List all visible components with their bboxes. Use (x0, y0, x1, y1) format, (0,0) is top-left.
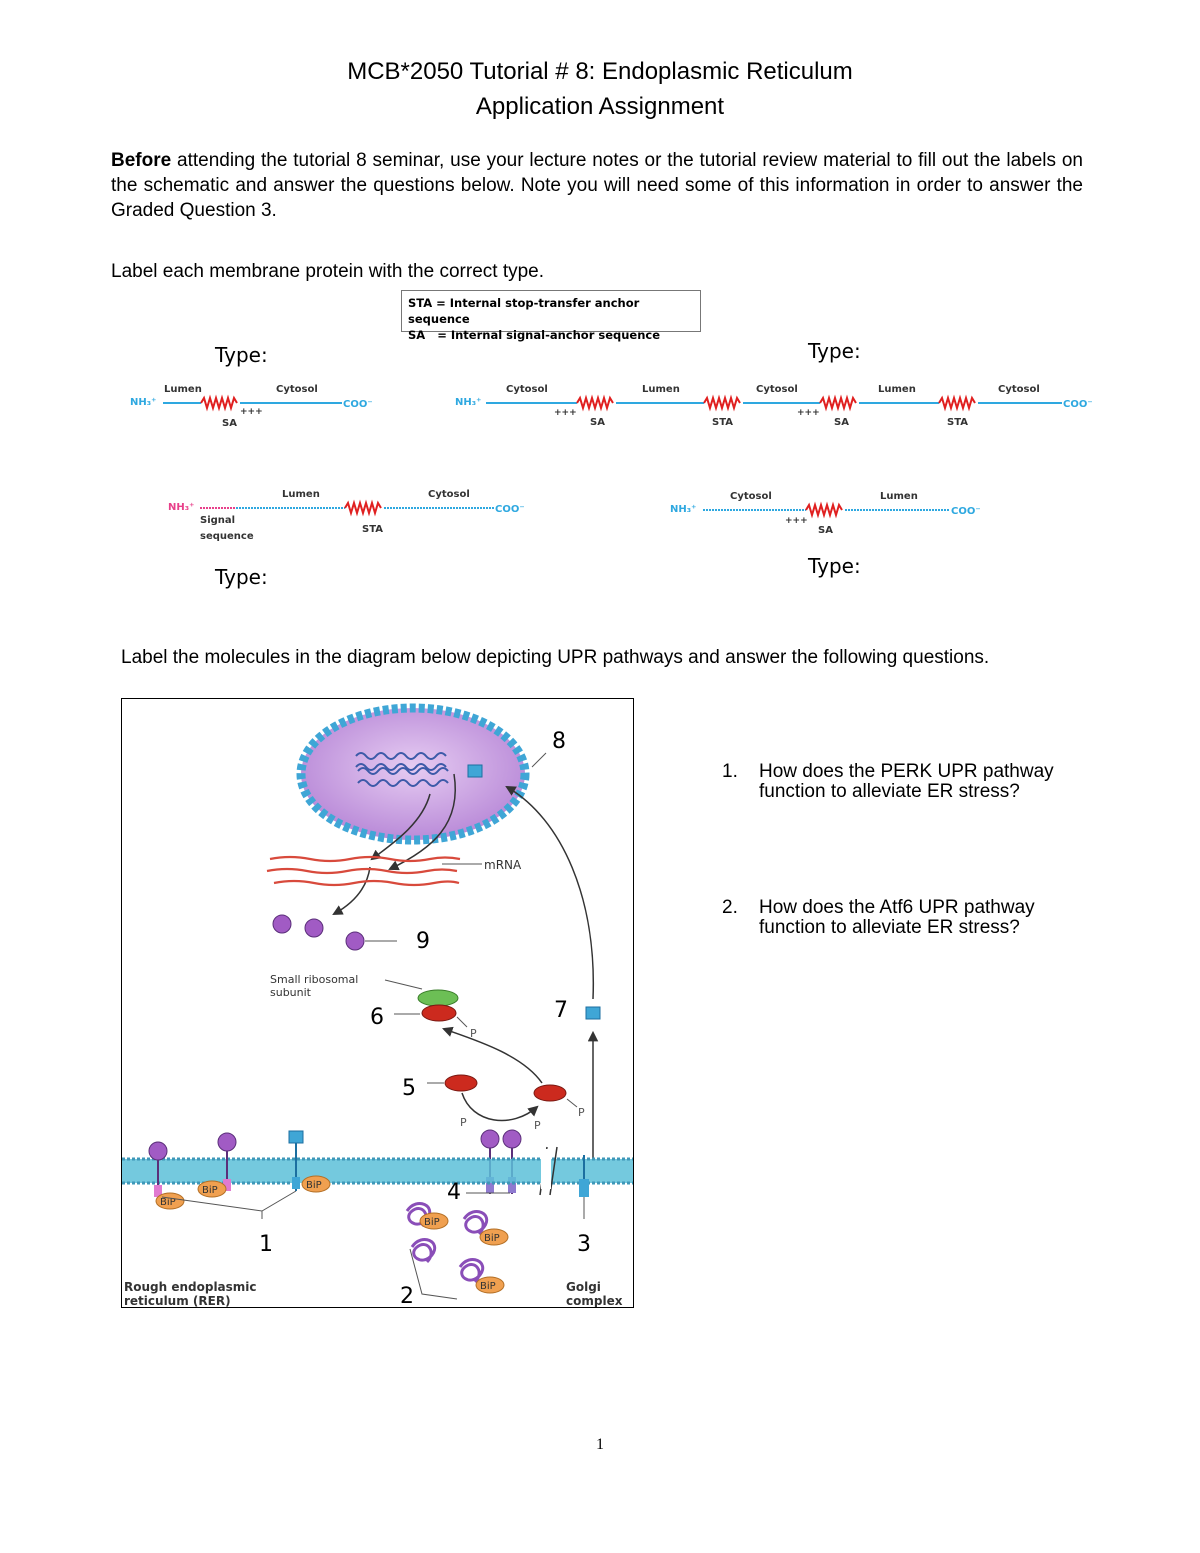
protein-c-nh3: NH₃⁺ (168, 502, 194, 513)
protein-b-charge-1: +++ (554, 408, 577, 418)
protein-b-region-2: Lumen (642, 384, 680, 395)
question-1-text: How does the PERK UPR pathway function t… (759, 761, 1054, 802)
small-ribosomal-label-1: Small ribosomal (270, 973, 358, 986)
question-1: 1. How does the PERK UPR pathway functio… (722, 762, 1102, 802)
label-4: 4 (447, 1180, 461, 1205)
protein-b: NH₃⁺ COO⁻ Cytosol Lumen Cytosol Lumen Cy… (455, 384, 1093, 428)
protein-b-seg-3: SA (834, 417, 849, 428)
nucleus (301, 708, 525, 840)
protein-a-lumen: Lumen (164, 384, 202, 395)
protein-sphere-3 (346, 932, 364, 950)
protein-c-sta: STA (362, 524, 383, 535)
small-ribosomal-subunit (418, 990, 458, 1006)
atf6-in-nucleus (468, 765, 482, 777)
protein-d-nh3: NH₃⁺ (670, 504, 696, 515)
p-label-4: P (534, 1119, 541, 1132)
question-1-number: 1. (722, 762, 738, 782)
rer-label-2: reticulum (RER) (124, 1294, 231, 1308)
protein-d-coo: COO⁻ (951, 506, 981, 517)
protein-c: NH₃⁺ COO⁻ Signal sequence Lumen Cytosol … (168, 489, 525, 542)
bip-label-2: BiP (202, 1185, 218, 1196)
label-2: 2 (400, 1284, 414, 1308)
protein-b-region-5: Cytosol (998, 384, 1040, 395)
eif2-alpha-phosphorylated (422, 1005, 456, 1021)
eif2-alpha-p (534, 1085, 566, 1101)
label-3: 3 (577, 1232, 591, 1257)
protein-d-sa: SA (818, 525, 833, 536)
protein-a-nh3: NH₃⁺ (130, 397, 156, 408)
protein-b-seg-4: STA (947, 417, 968, 428)
unfolded-proteins: BiP BiP BiP (407, 1203, 508, 1299)
protein-b-region-1: Cytosol (506, 384, 548, 395)
protein-sphere-2 (305, 919, 323, 937)
page-number: 1 (0, 1436, 1200, 1454)
label-6: 6 (370, 1005, 384, 1030)
mrna-label: mRNA (484, 858, 522, 872)
label-7: 7 (554, 998, 568, 1023)
question-2-number: 2. (722, 898, 738, 918)
protein-a-charge: +++ (240, 407, 263, 417)
protein-c-signal-2: sequence (200, 531, 254, 542)
protein-a-cytosol: Cytosol (276, 384, 318, 395)
mrna-strands (267, 857, 460, 885)
protein-c-coo: COO⁻ (495, 504, 525, 515)
protein-b-region-4: Lumen (878, 384, 916, 395)
label-9: 9 (416, 929, 430, 954)
label-5: 5 (402, 1076, 416, 1101)
section2-instruction: Label the molecules in the diagram below… (121, 645, 1021, 670)
upr-figure: mRNA 9 Small ribosomal subunit P 6 7 8 5… (121, 698, 634, 1308)
protein-sphere-1 (273, 915, 291, 933)
protein-a-sa: SA (222, 418, 237, 429)
questions-list: 1. How does the PERK UPR pathway functio… (722, 762, 1102, 1034)
eif2-alpha (445, 1075, 477, 1091)
label-1: 1 (259, 1232, 273, 1257)
protein-d-lumen: Lumen (880, 491, 918, 502)
rer-label-1: Rough endoplasmic (124, 1280, 257, 1294)
golgi-label-1: Golgi (566, 1280, 601, 1294)
protein-a: NH₃⁺ COO⁻ Lumen Cytosol SA +++ (130, 384, 373, 429)
bip-label-3: BiP (306, 1180, 322, 1191)
bip-label-6: BiP (480, 1281, 496, 1292)
protein-b-nh3: NH₃⁺ (455, 397, 481, 408)
protein-b-region-3: Cytosol (756, 384, 798, 395)
protein-c-cytosol: Cytosol (428, 489, 470, 500)
protein-schematics: NH₃⁺ COO⁻ Lumen Cytosol SA +++ NH₃⁺ COO⁻… (0, 0, 1200, 620)
protein-b-seg-1: SA (590, 417, 605, 428)
golgi-label-2: complex (566, 1294, 623, 1308)
protein-b-seg-2: STA (712, 417, 733, 428)
question-2: 2. How does the Atf6 UPR pathway functio… (722, 898, 1102, 938)
protein-b-coo: COO⁻ (1063, 399, 1093, 410)
p-label-3: P (460, 1116, 467, 1129)
protein-a-coo: COO⁻ (343, 399, 373, 410)
p-label-2: P (578, 1106, 585, 1119)
label-8: 8 (552, 729, 566, 754)
protein-d-cytosol: Cytosol (730, 491, 772, 502)
bip-label-5: BiP (484, 1233, 500, 1244)
protein-c-signal-1: Signal (200, 515, 235, 526)
protein-b-charge-2: +++ (797, 408, 820, 418)
protein-d-charge: +++ (785, 516, 808, 526)
small-ribosomal-label-2: subunit (270, 986, 312, 999)
protein-c-lumen: Lumen (282, 489, 320, 500)
upr-diagram: mRNA 9 Small ribosomal subunit P 6 7 8 5… (122, 699, 634, 1308)
question-2-text: How does the Atf6 UPR pathway function t… (759, 897, 1035, 938)
atf6-cytosolic-fragment (586, 1007, 600, 1019)
protein-d: NH₃⁺ COO⁻ Cytosol Lumen SA +++ (670, 491, 981, 536)
bip-label-4: BiP (424, 1217, 440, 1228)
